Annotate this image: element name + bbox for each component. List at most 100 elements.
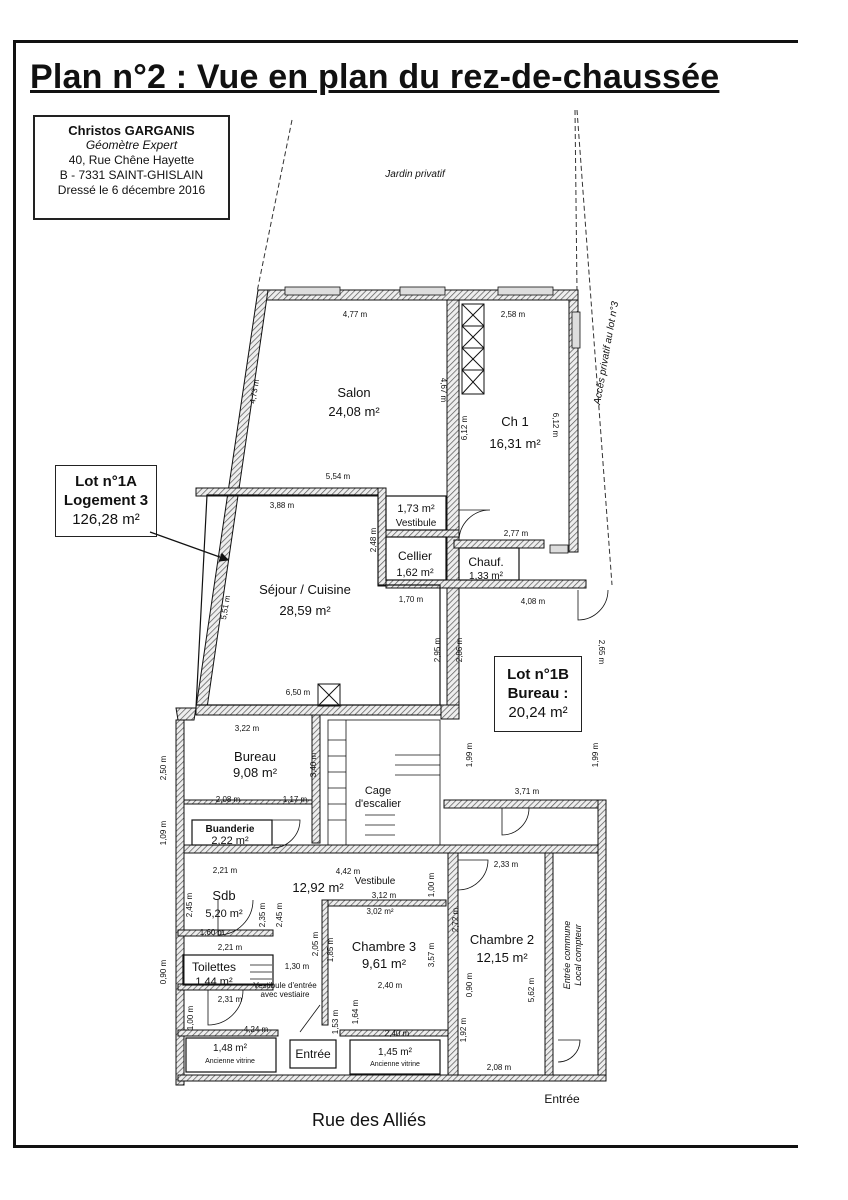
dimension-labels: 4,77 m 2,58 m 4,73 m 4,67 m 6,12 m 6,12 … xyxy=(159,310,606,1072)
dim-160: 1,60 m xyxy=(200,928,225,937)
dim-245: 2,45 m xyxy=(185,892,194,917)
room-vitrine-left-area: 1,48 m² xyxy=(213,1043,248,1054)
room-chambre3-area: 9,61 m² xyxy=(362,956,407,971)
room-chauf-area: 1,33 m² xyxy=(469,571,504,582)
surveyor-cartouche: Christos GARGANIS Géomètre Expert 40, Ru… xyxy=(33,115,230,220)
room-cellier-area: 1,62 m² xyxy=(396,567,434,579)
room-cage-name-1: Cage xyxy=(365,785,391,797)
room-sdb-name: Sdb xyxy=(212,888,235,903)
dim-245b: 2,45 m xyxy=(275,902,284,927)
access-label: Accès privatif au lot n°3 xyxy=(592,300,621,406)
room-bureau-name: Bureau xyxy=(234,749,276,764)
room-vestibule-small-area: 1,73 m² xyxy=(397,503,435,515)
dim-208b: 2,08 m xyxy=(487,1063,512,1072)
dim-205: 2,05 m xyxy=(311,931,320,956)
room-entree-right: Entrée xyxy=(544,1092,580,1106)
room-buanderie-area: 2,22 m² xyxy=(211,835,249,847)
garden-boundary-right-1 xyxy=(574,109,578,293)
lot-1b-label: Lot n°1B Bureau : 20,24 m² xyxy=(494,656,582,732)
lot-1b-type: Bureau : xyxy=(507,685,569,702)
room-ch1-area: 16,31 m² xyxy=(489,436,541,451)
doors xyxy=(207,509,609,1063)
room-cage-name-2: d'escalier xyxy=(355,798,401,810)
lot-1a-type: Logement 3 xyxy=(63,492,149,509)
room-vestibule-small-name: Vestibule xyxy=(396,518,437,529)
room-chambre3-name: Chambre 3 xyxy=(352,939,416,954)
dim-554: 5,54 m xyxy=(326,472,351,481)
room-sejour-area: 28,59 m² xyxy=(279,603,331,618)
dim-612a: 6,12 m xyxy=(460,415,469,440)
dim-221a: 2,21 m xyxy=(213,866,238,875)
dim-340: 3,40 m xyxy=(309,752,318,777)
dim-240a: 2,40 m xyxy=(378,981,403,990)
room-cellier-name: Cellier xyxy=(398,549,432,563)
dim-424: 4,24 m xyxy=(244,1025,269,1034)
room-salon-area: 24,08 m² xyxy=(328,404,380,419)
dim-408: 4,08 m xyxy=(521,597,546,606)
dim-277: 2,77 m xyxy=(504,529,529,538)
dim-130: 1,30 m xyxy=(285,962,310,971)
dim-100b: 1,00 m xyxy=(186,1005,195,1030)
room-ch1-name: Ch 1 xyxy=(501,414,528,429)
garden-boundary-left xyxy=(256,119,293,293)
surveyor-address: 40, Rue Chêne Hayette xyxy=(68,153,195,167)
dim-265: 2,65 m xyxy=(597,640,606,665)
dim-322: 3,22 m xyxy=(235,724,260,733)
dim-650: 6,50 m xyxy=(286,688,311,697)
dim-208: 2,08 m xyxy=(216,795,241,804)
room-outlines xyxy=(182,494,520,1075)
dim-612b: 6,12 m xyxy=(551,413,560,438)
room-entree-commune-2: Local compteur xyxy=(573,923,583,986)
lot-1b-number: Lot n°1B xyxy=(507,666,569,683)
lot-1b-area: 20,24 m² xyxy=(508,704,568,721)
street-name: Rue des Alliés xyxy=(311,1110,427,1130)
dim-185: 1,85 m xyxy=(326,937,335,962)
room-sdb-area: 5,20 m² xyxy=(205,908,243,920)
dim-467: 4,67 m xyxy=(439,378,448,403)
surveyor-role: Géomètre Expert xyxy=(85,138,178,152)
surveyor-date: Dressé le 6 décembre 2016 xyxy=(57,183,206,197)
dim-250: 2,50 m xyxy=(159,755,168,780)
room-bureau-area: 9,08 m² xyxy=(233,765,278,780)
lot-1a-label: Lot n°1A Logement 3 126,28 m² xyxy=(55,465,157,537)
dim-199b: 1,99 m xyxy=(591,742,600,767)
room-chauf-name: Chauf. xyxy=(468,555,503,569)
room-salon-name: Salon xyxy=(337,385,370,400)
dim-090a: 0,90 m xyxy=(159,959,168,984)
dim-233: 2,33 m xyxy=(494,860,519,869)
dim-286: 2,86 m xyxy=(455,637,464,662)
lot-1a-area: 126,28 m² xyxy=(72,511,140,528)
dim-164: 1,64 m xyxy=(351,999,360,1024)
dim-562: 5,62 m xyxy=(527,977,536,1002)
room-toilettes-name: Toilettes xyxy=(192,960,236,974)
dim-357: 3,57 m xyxy=(427,942,436,967)
dim-295: 2,95 m xyxy=(433,637,442,662)
room-entree-left: Entrée xyxy=(295,1047,331,1061)
dim-272: 2,72 m xyxy=(451,907,460,932)
dim-109: 1,09 m xyxy=(159,820,168,845)
room-vitrine-right-area: 1,45 m² xyxy=(378,1047,413,1058)
dim-117: 1,17 m xyxy=(283,795,308,804)
dim-100a: 1,00 m xyxy=(427,872,436,897)
dim-199a: 1,99 m xyxy=(465,742,474,767)
lot-1a-number: Lot n°1A xyxy=(75,473,137,490)
staircase xyxy=(250,719,441,980)
room-chambre2-name: Chambre 2 xyxy=(470,932,534,947)
room-vestibule-area: 12,92 m² xyxy=(292,880,344,895)
room-chambre2-area: 12,15 m² xyxy=(476,950,528,965)
dim-388: 3,88 m xyxy=(270,501,295,510)
dim-302: 3,02 m² xyxy=(366,907,393,916)
dim-170: 1,70 m xyxy=(399,595,424,604)
windows xyxy=(284,286,581,554)
dim-312: 3,12 m xyxy=(372,891,397,900)
room-vitrine-left-name: Ancienne vitrine xyxy=(205,1058,255,1065)
dim-090b: 0,90 m xyxy=(465,972,474,997)
walls xyxy=(175,289,607,1086)
room-entree-commune-1: Entrée commune xyxy=(562,921,572,990)
dim-153: 1,53 m xyxy=(331,1009,340,1034)
dim-442: 4,42 m xyxy=(336,867,361,876)
dim-240b: 2,40 m xyxy=(385,1029,410,1038)
dim-192: 1,92 m xyxy=(459,1017,468,1042)
room-vestibule-entree-2: avec vestiaire xyxy=(261,990,310,999)
